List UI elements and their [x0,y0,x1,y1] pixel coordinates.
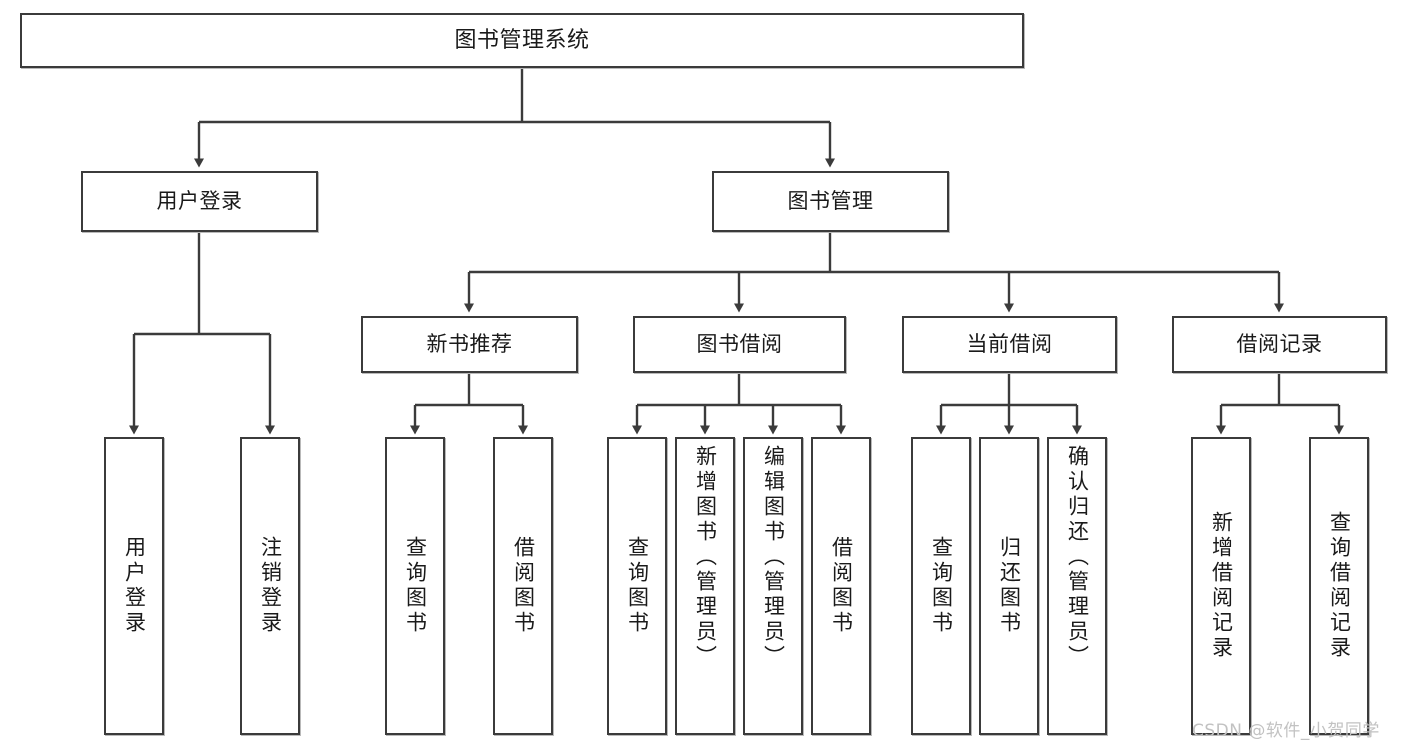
node-label: 编辑图书（管理员） [761,445,786,670]
leaf-add-borrow-record[interactable]: 新增借阅记录 [1191,437,1251,735]
node-book-borrow[interactable]: 图书借阅 [633,316,846,373]
leaf-borrow-book-borrow[interactable]: 借阅图书 [811,437,871,735]
node-label: 借阅图书 [829,536,854,636]
node-label: 查询图书 [929,536,954,636]
node-label: 图书管理系统 [454,27,590,53]
node-root-book-management-system[interactable]: 图书管理系统 [20,13,1024,68]
leaf-query-borrow-record[interactable]: 查询借阅记录 [1309,437,1369,735]
node-label: 查询借阅记录 [1327,511,1352,661]
node-label: 图书管理 [787,189,874,214]
leaf-edit-book[interactable]: 编辑图书（管理员） [743,437,803,735]
leaf-borrow-book-new-recommend[interactable]: 借阅图书 [493,437,553,735]
node-label: 借阅记录 [1236,332,1323,357]
leaf-user-login[interactable]: 用户登录 [104,437,164,735]
node-borrow-record[interactable]: 借阅记录 [1172,316,1387,373]
node-user-login[interactable]: 用户登录 [81,171,318,232]
leaf-return-book[interactable]: 归还图书 [979,437,1039,735]
node-book-manage[interactable]: 图书管理 [712,171,949,232]
node-label: 图书借阅 [696,332,783,357]
node-new-book-recommend[interactable]: 新书推荐 [361,316,578,373]
node-label: 用户登录 [156,189,243,214]
node-label: 查询图书 [625,536,650,636]
node-label: 当前借阅 [966,332,1053,357]
leaf-query-book-current[interactable]: 查询图书 [911,437,971,735]
node-label: 新书推荐 [426,332,513,357]
leaf-logout-login[interactable]: 注销登录 [240,437,300,735]
node-label: 借阅图书 [511,536,536,636]
node-label: 确认归还（管理员） [1065,445,1090,670]
node-label: 归还图书 [997,536,1022,636]
node-label: 新增图书（管理员） [693,445,718,670]
node-label: 用户登录 [122,536,147,636]
leaf-add-book[interactable]: 新增图书（管理员） [675,437,735,735]
leaf-query-book-borrow[interactable]: 查询图书 [607,437,667,735]
node-label: 查询图书 [403,536,428,636]
node-current-borrow[interactable]: 当前借阅 [902,316,1117,373]
node-label: 新增借阅记录 [1209,511,1234,661]
leaf-confirm-return[interactable]: 确认归还（管理员） [1047,437,1107,735]
node-label: 注销登录 [258,536,283,636]
leaf-query-book-new-recommend[interactable]: 查询图书 [385,437,445,735]
csdn-watermark: CSDN @软件_小贺同学 [1192,721,1380,741]
